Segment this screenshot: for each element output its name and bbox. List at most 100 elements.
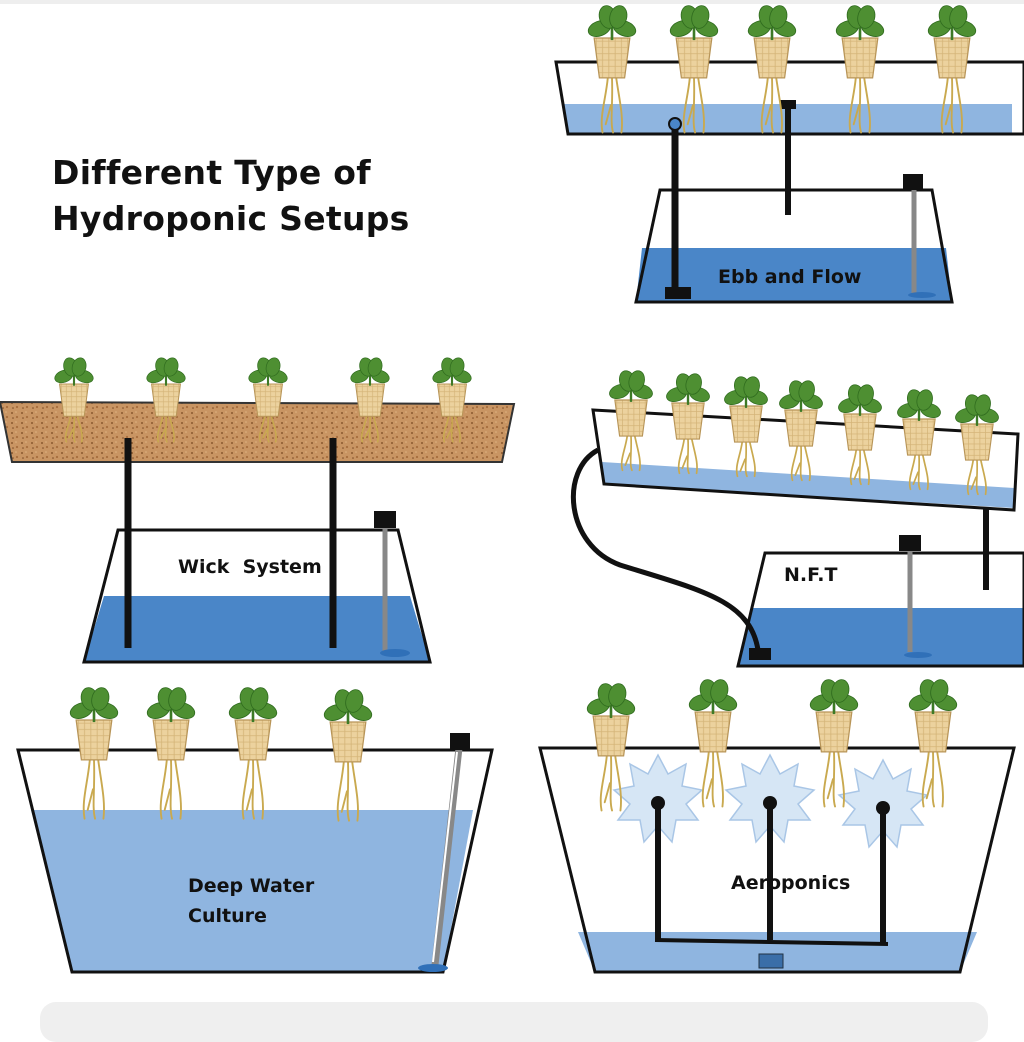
plant-leaves [897, 389, 941, 419]
dwc-plant-pot [228, 687, 278, 820]
dwc-heater-shine [432, 751, 458, 963]
net-pot [150, 383, 182, 417]
net-pot [592, 715, 630, 757]
net-pot [675, 37, 713, 79]
wick-plant-pot [248, 357, 288, 443]
ebb-flow-heater-base [908, 292, 936, 298]
aeroponics-tank [538, 746, 1016, 974]
plant-leaves [432, 357, 472, 384]
plants-layer [54, 5, 999, 822]
nft-channel [591, 408, 1020, 512]
plant-roots [966, 459, 987, 496]
plant-roots [848, 76, 871, 134]
net-pot [933, 37, 971, 79]
aeroponics-nozzle-3 [876, 801, 890, 815]
plant-leaves [350, 357, 390, 384]
net-pot [354, 383, 386, 417]
ebb-flow-label: Ebb and Flow [718, 266, 862, 288]
net-pot [671, 402, 705, 440]
wick-heater-head [374, 511, 396, 528]
plant-leaves [688, 679, 738, 711]
ebb-flow-plant-pot [587, 5, 637, 134]
aeroponics-nozzle-2 [763, 796, 777, 810]
plant-leaves [908, 679, 958, 711]
aeroponics-label: Aeroponics [731, 872, 851, 894]
dwc-heater-head [450, 733, 470, 750]
plant-roots [790, 445, 811, 482]
ebb-flow-plant-pot [747, 5, 797, 134]
net-pot [841, 37, 879, 79]
net-pot [593, 37, 631, 79]
aeroponics-plant-pot [586, 683, 636, 812]
plant-roots [360, 415, 379, 443]
aeroponics-plant-pot [809, 679, 859, 808]
nft-reservoir-water [738, 608, 1024, 666]
nft-pump [749, 648, 771, 660]
nft-heater-base [904, 652, 932, 658]
wick-system-label: Wick System [178, 556, 322, 578]
net-pot [784, 409, 818, 447]
nft-plant-pot [838, 384, 882, 486]
net-pot [436, 383, 468, 417]
plant-roots [442, 415, 461, 443]
plant-roots [735, 441, 756, 478]
plant-roots [677, 438, 698, 475]
plant-roots [682, 76, 705, 134]
dwc-water [31, 810, 473, 972]
plant-leaves [779, 380, 823, 410]
dwc-heater [431, 747, 463, 966]
nft-label: N.F.T [784, 564, 838, 586]
net-pot [694, 711, 732, 753]
plant-roots [600, 76, 623, 134]
ebb-flow-plant-pot [669, 5, 719, 134]
ebb-flow-reservoir [634, 188, 954, 304]
nft-plant-pot [666, 373, 710, 475]
plant-leaves [323, 689, 373, 721]
plant-roots [760, 76, 783, 134]
deep-water-culture-system [16, 733, 494, 974]
aeroponics-nozzle-1 [651, 796, 665, 810]
plant-leaves [955, 394, 999, 424]
plant-leaves [228, 687, 278, 719]
nft-plant-pot [955, 394, 999, 496]
plant-roots [908, 454, 929, 491]
ebb-flow-fill-pipe-outlet [668, 117, 682, 131]
net-pot [902, 418, 936, 456]
aeroponics-plant-pot [688, 679, 738, 808]
plant-leaves [586, 683, 636, 715]
net-pot [252, 383, 284, 417]
wick-plant-pot [432, 357, 472, 443]
dwc-plant-pot [323, 689, 373, 822]
plant-roots [336, 760, 359, 822]
aeroponics-pump [758, 953, 784, 969]
plant-leaves [927, 5, 977, 37]
net-pot [843, 413, 877, 451]
wick-plant-pot [54, 357, 94, 443]
dwc-plant-pot [146, 687, 196, 820]
net-pot [960, 423, 994, 461]
title-line-2: Hydroponic Setups [52, 199, 410, 238]
net-pot [614, 399, 648, 437]
bottom-input-bar [40, 1002, 988, 1042]
wick-plant-pot [350, 357, 390, 443]
net-pot [234, 719, 272, 761]
net-pot [75, 719, 113, 761]
plant-roots [849, 449, 870, 486]
ebb-flow-overflow-cap [780, 100, 796, 109]
ebb-and-flow-system [554, 60, 1024, 304]
nft-system [570, 408, 1024, 668]
plant-roots [940, 76, 963, 134]
plant-roots [258, 415, 277, 443]
title-line-1: Different Type of [52, 153, 371, 192]
wick-reservoir [82, 528, 432, 664]
net-pot [729, 405, 763, 443]
plant-leaves [724, 376, 768, 406]
plant-leaves [809, 679, 859, 711]
dwc-label-line-2: Culture [188, 905, 267, 927]
plant-leaves [609, 370, 653, 400]
nft-supply-hose [570, 447, 761, 651]
plant-roots [599, 754, 622, 812]
plant-leaves [666, 373, 710, 403]
plant-leaves [54, 357, 94, 384]
dwc-label: Deep Water Culture [188, 871, 314, 931]
